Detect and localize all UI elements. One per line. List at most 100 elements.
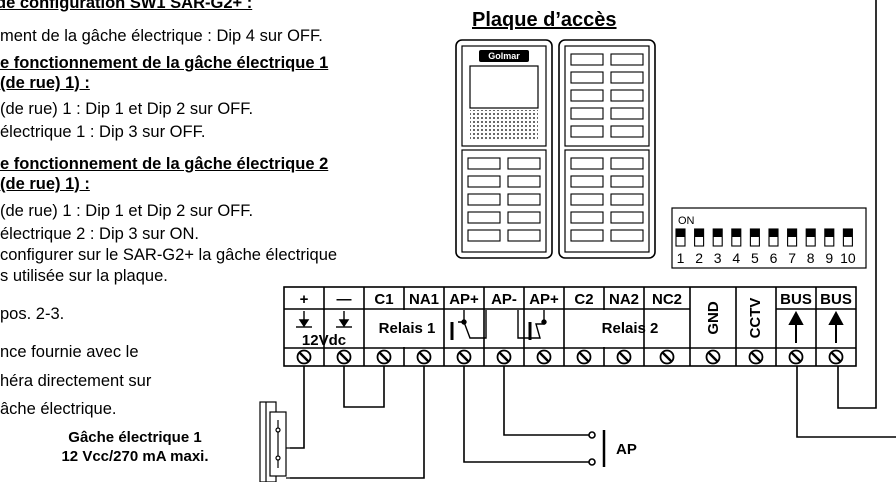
power-arrows (296, 311, 352, 328)
panel-call-button (570, 193, 604, 206)
terminal-screw (376, 349, 392, 365)
mode1-title: e fonctionnement de la gâche électrique … (0, 54, 329, 72)
mode2-title: e fonctionnement de la gâche électrique … (0, 155, 329, 173)
dip-number-3: 3 (714, 250, 722, 266)
panel-call-button (507, 211, 541, 224)
panel-call-button (610, 229, 644, 242)
panel-call-button (610, 193, 644, 206)
terminal-screw (748, 349, 764, 365)
panel-call-button (570, 211, 604, 224)
mode2-line3: configurer sur le SAR-G2+ la gâche élect… (0, 246, 338, 264)
wiring (290, 366, 590, 479)
panel-call-button (467, 193, 501, 206)
note-line1: nce fournie avec le (0, 343, 139, 361)
panel-call-button (570, 53, 604, 66)
mode1-line1: (de rue) 1 : Dip 1 et Dip 2 sur OFF. (0, 100, 254, 118)
panel-call-button (507, 229, 541, 242)
strike-label-line2: 12 Vcc/270 mA maxi. (61, 448, 209, 465)
dip-number-10: 10 (840, 250, 856, 266)
terminal-screw (496, 349, 512, 365)
ap-plus-label-2: AP+ (529, 291, 559, 308)
panel-call-button (467, 211, 501, 224)
mode2-line2: électrique 2 : Dip 3 sur ON. (0, 225, 199, 243)
dip-lever-knob (694, 229, 704, 237)
dip-number-8: 8 (807, 250, 815, 266)
dip-number-9: 9 (825, 250, 833, 266)
dip-lever-knob (787, 229, 797, 237)
note-line2: héra directement sur (0, 372, 152, 390)
panel-call-button (610, 71, 644, 84)
terminal-screw (536, 349, 552, 365)
ap-push-button (588, 430, 606, 467)
panel-call-button (610, 211, 644, 224)
terminal-screw (576, 349, 592, 365)
panel-call-button (610, 125, 644, 138)
note-line3: âche électrique. (0, 400, 117, 418)
c2-label: C2 (574, 291, 593, 308)
logo-text: Golmar (488, 51, 520, 61)
dip-on-label: ON (678, 215, 695, 227)
bus-arrows (788, 310, 844, 343)
panel-call-button (610, 53, 644, 66)
golmar-logo: Golmar (479, 50, 529, 62)
panel-call-button (610, 89, 644, 102)
panel-call-button (610, 107, 644, 120)
dip-lever-knob (843, 229, 853, 237)
strike-label: Gâche électrique 1 12 Vcc/270 mA maxi. (40, 428, 230, 466)
terminal-screw (659, 349, 675, 365)
terminal-screw (456, 349, 472, 365)
nc2-label: NC2 (652, 291, 682, 308)
panel-call-button (467, 229, 501, 242)
dip-number-2: 2 (695, 250, 703, 266)
panel-call-button (570, 71, 604, 84)
panel-call-button (570, 157, 604, 170)
panel-call-button (570, 229, 604, 242)
bus-wires (796, 0, 896, 438)
ap-minus-label: AP- (491, 291, 517, 308)
gnd-label: GND (705, 301, 722, 335)
panel-call-button (570, 107, 604, 120)
electric-strike-icon (259, 401, 290, 482)
dip-lever-knob (769, 229, 778, 237)
panel-call-button (507, 157, 541, 170)
bus-label-2: BUS (820, 291, 852, 308)
mode2-line4: s utilisée sur la plaque. (0, 267, 168, 285)
power-12vdc-label: 12Vdc (302, 332, 346, 349)
panel-call-button (507, 175, 541, 188)
dip-number-1: 1 (677, 250, 685, 266)
pos-line: pos. 2-3. (0, 305, 65, 323)
c1-label: C1 (374, 291, 393, 308)
panel-call-button (507, 193, 541, 206)
terminal-screw (705, 349, 721, 365)
terminal-screw (788, 349, 804, 365)
na1-label: NA1 (409, 291, 439, 308)
panel-call-button (570, 125, 604, 138)
access-panel-left-module (455, 39, 553, 259)
mode1-line2: électrique 1 : Dip 3 sur OFF. (0, 123, 206, 141)
na2-label: NA2 (609, 291, 639, 308)
panel-call-button (610, 175, 644, 188)
config-heading: de configuration SW1 SAR-G2+ : (0, 0, 253, 12)
strike-dip4-text: ment de la gâche électrique : Dip 4 sur … (0, 27, 323, 45)
panel-call-button (570, 175, 604, 188)
panel-title: Plaque d’accès (472, 9, 617, 31)
screw-terminals (296, 349, 844, 365)
ap-plus-label-1: AP+ (449, 291, 479, 308)
dip-lever-knob (750, 229, 760, 237)
dip-lever-knob (824, 229, 834, 237)
panel-call-button (467, 175, 501, 188)
terminal-screw (296, 349, 312, 365)
minus-label: — (337, 291, 352, 308)
bus-label-1: BUS (780, 291, 812, 308)
relay-symbols (450, 310, 547, 340)
dip-lever-knob (806, 229, 816, 237)
panel-call-button (570, 89, 604, 102)
dip-lever-knob (731, 229, 741, 237)
strike-label-line1: Gâche électrique 1 (68, 429, 202, 446)
mode1-title-b: (de rue) 1) : (0, 74, 90, 92)
dip-lever-knob (713, 229, 723, 237)
dip-lever-knob (676, 229, 685, 237)
